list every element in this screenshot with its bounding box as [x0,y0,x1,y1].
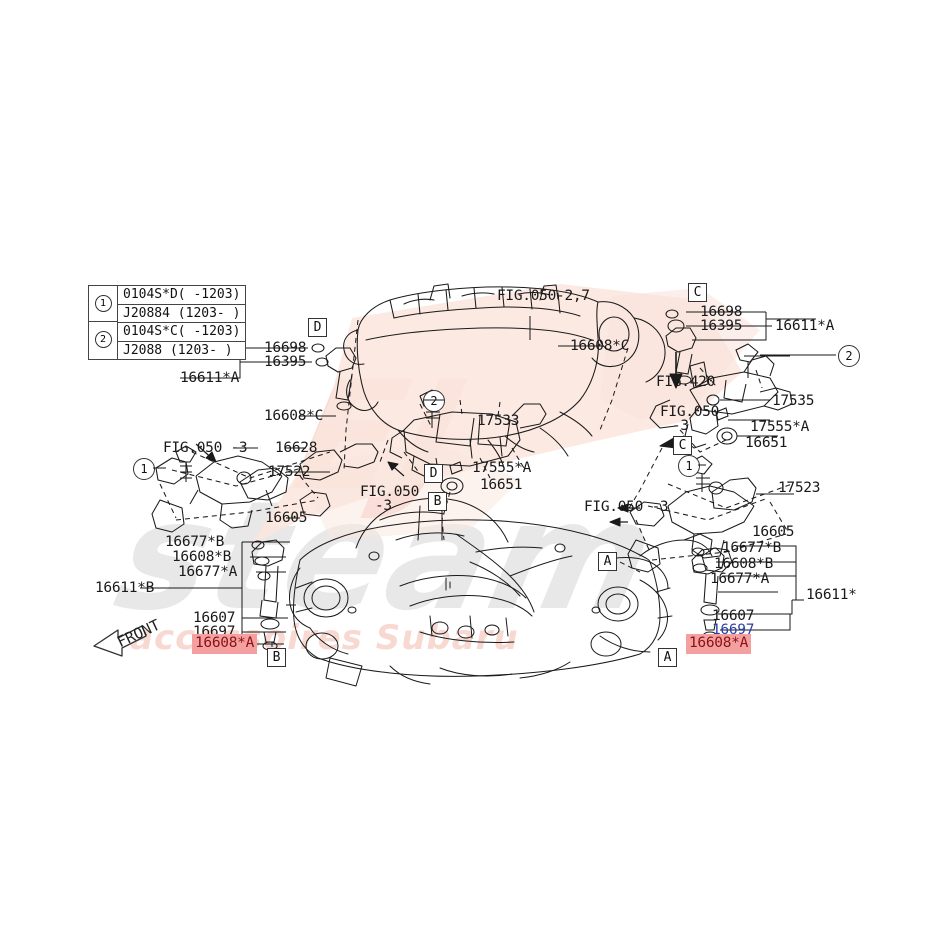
label-16628: 16628 [275,440,318,456]
legend-row-2a: 0104S*C( -1203) [118,323,246,342]
label-16698-left: 16698 [264,340,307,356]
legend-circle-1: 1 [89,286,117,322]
label-16608a-left-highlighted[interactable]: 16608*A [192,634,258,654]
label-16611a-left: 16611*A [180,370,240,386]
callout-box-b-mid[interactable]: B [428,492,447,511]
label-fig050-2-7: FIG.050-2,7 [497,288,590,304]
label-fig050-3-center: FIG.050 -3 [584,499,669,515]
label-17535: 17535 [772,393,815,409]
legend-number-column: 1 2 [89,286,118,359]
circled-ref-1-right[interactable]: 1 [678,455,700,477]
legend-circle-2: 2 [89,322,117,357]
label-16608b-left: 16608*B [172,549,232,565]
legend-row-1b: J20884 (1203- ) [118,305,246,323]
label-17555a-right: 17555*A [750,419,810,435]
label-16611-right: 16611* [806,587,857,603]
circled-ref-1-left[interactable]: 1 [133,458,155,480]
label-fig050-3-mid: FIG.050 [360,484,420,500]
label-16607-left: 16607 [193,610,236,626]
variant-legend-table: 1 2 0104S*D( -1203) J20884 (1203- ) 0104… [88,285,247,360]
legend-row-2b: J2088 (1203- ) [123,342,233,358]
label-16608c-left: 16608*C [264,408,324,424]
label-17523: 17523 [778,480,821,496]
label-16651-mid: 16651 [480,477,523,493]
callout-box-a-bottom[interactable]: A [658,648,677,667]
legend-value-column: 0104S*D( -1203) J20884 (1203- ) 0104S*C(… [118,286,246,359]
label-17522: 17522 [268,464,311,480]
circled-ref-2-right[interactable]: 2 [838,345,860,367]
callout-box-d-top[interactable]: D [308,318,327,337]
label-fig050-3-right: FIG.050 [660,404,720,420]
label-16651-right: 16651 [745,435,788,451]
callout-box-b-bottom[interactable]: B [267,648,286,667]
circled-ref-2-mid[interactable]: 2 [423,390,445,412]
label-17555a-mid: 17555*A [472,460,532,476]
callout-box-c-mid[interactable]: C [673,436,692,455]
label-16677b-left: 16677*B [165,534,225,550]
label-16605-right: 16605 [752,524,795,540]
label-16698-right: 16698 [700,304,743,320]
label-16608b-right: 16608*B [714,556,774,572]
label-16608c-mid: 16608*C [570,338,630,354]
legend-row-1a: 0104S*D( -1203) [118,286,246,305]
callout-box-a-center[interactable]: A [598,552,617,571]
callout-box-c-top[interactable]: C [688,283,707,302]
label-16611b: 16611*B [95,580,155,596]
label-16395-right: 16395 [700,318,743,334]
callout-box-d-mid[interactable]: D [424,464,443,483]
label-16395-left: 16395 [264,354,307,370]
label-16605-left: 16605 [265,510,308,526]
label-fig050-3-right-2: -3 [672,418,689,434]
label-fig050-3-left: FIG.050 -3 [163,440,248,456]
label-16608a-right-highlighted[interactable]: 16608*A [686,634,752,654]
label-16677a-left: 16677*A [178,564,238,580]
label-16677a-right: 16677*A [710,571,770,587]
front-arrow-icon [93,625,147,657]
label-fig050-3-mid-2: -3 [375,498,392,514]
label-16677b-right: 16677*B [722,540,782,556]
front-direction-indicator: FRONT [88,612,208,672]
label-17533: 17533 [477,413,520,429]
label-16607-right: 16607 [712,608,755,624]
label-fig420: FIG.420 [656,374,716,390]
label-16611a-right: 16611*A [775,318,835,334]
label-16697-right-link[interactable]: 16697 [712,622,755,638]
